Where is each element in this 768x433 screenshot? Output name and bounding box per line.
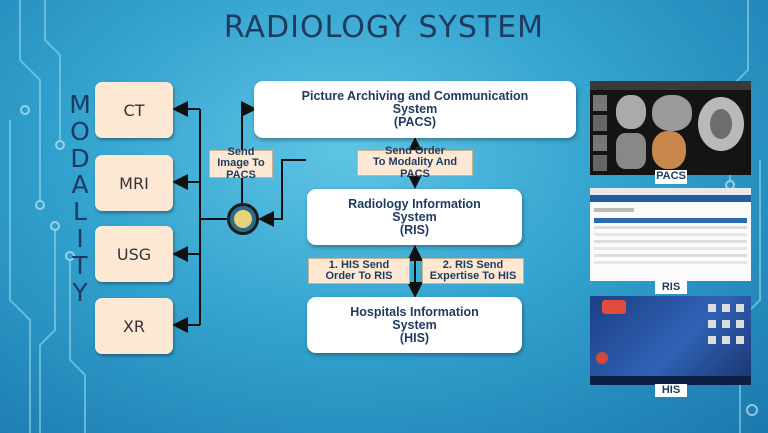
pacs-screenshot-label: PACS	[655, 170, 687, 184]
modality-box-xr[interactable]: XR	[95, 298, 173, 354]
tag-send-order: Send Order To Modality And PACS	[357, 145, 473, 179]
his-line-2: System	[392, 317, 437, 332]
modality-letter: A	[71, 170, 89, 200]
modality-letter: T	[72, 250, 88, 280]
tag-send-order-line-3: PACS	[400, 167, 430, 180]
modality-box-ct[interactable]: CT	[95, 82, 173, 138]
ris-line-2: System	[392, 209, 437, 224]
ris-box[interactable]: Radiology Information System (RIS)	[307, 189, 522, 245]
tag-his-send-line-1: 1. HIS Send	[328, 258, 390, 271]
tag-ris-send-line-1: 2. RIS Send	[442, 258, 504, 271]
his-box[interactable]: Hospitals Information System (HIS)	[307, 297, 522, 353]
modality-vertical-label: M O D A L I T Y	[64, 90, 96, 307]
tag-send-image-line-3: PACS	[226, 168, 256, 181]
tag-ris-send: 2. RIS Send Expertise To HIS	[422, 258, 524, 284]
tag-send-order-line-2: To Modality And	[372, 156, 458, 169]
ris-screenshot	[590, 188, 751, 281]
tag-send-order-line-1: Send Order	[385, 144, 445, 157]
tag-his-send-line-2: Order To RIS	[325, 270, 393, 282]
modality-letter: D	[70, 143, 90, 173]
ris-line-3: (RIS)	[399, 222, 430, 237]
pacs-line-2: System	[392, 102, 438, 116]
his-line-3: (HIS)	[399, 330, 430, 345]
pacs-screenshot	[590, 81, 751, 175]
modality-letter: O	[70, 116, 90, 146]
hub-icon	[227, 203, 259, 235]
modality-box-usg[interactable]: USG	[95, 226, 173, 282]
his-line-1: Hospitals Information	[350, 304, 479, 319]
ris-line-1: Radiology Information	[348, 196, 481, 211]
modality-letter: M	[69, 90, 91, 119]
pacs-line-3: (PACS)	[393, 115, 437, 129]
modality-letter: Y	[72, 277, 88, 307]
ris-screenshot-label: RIS	[655, 281, 687, 294]
his-screenshot-label: HIS	[655, 384, 687, 397]
modality-box-mri[interactable]: MRI	[95, 155, 173, 211]
tag-send-image-line-1: Send	[227, 145, 255, 158]
modality-letter: I	[76, 223, 84, 253]
his-screenshot	[590, 296, 751, 385]
slide-title: RADIOLOGY SYSTEM	[223, 10, 545, 45]
tag-send-image: Send Image To PACS	[209, 145, 273, 180]
tag-send-image-line-2: Image To	[217, 157, 265, 170]
modality-letter: L	[73, 197, 87, 227]
tag-his-send: 1. HIS Send Order To RIS	[308, 258, 410, 284]
pacs-line-1: Picture Archiving and Communication	[301, 89, 529, 103]
pacs-box[interactable]: Picture Archiving and Communication Syst…	[254, 81, 576, 138]
tag-ris-send-line-2: Expertise To HIS	[429, 270, 517, 282]
